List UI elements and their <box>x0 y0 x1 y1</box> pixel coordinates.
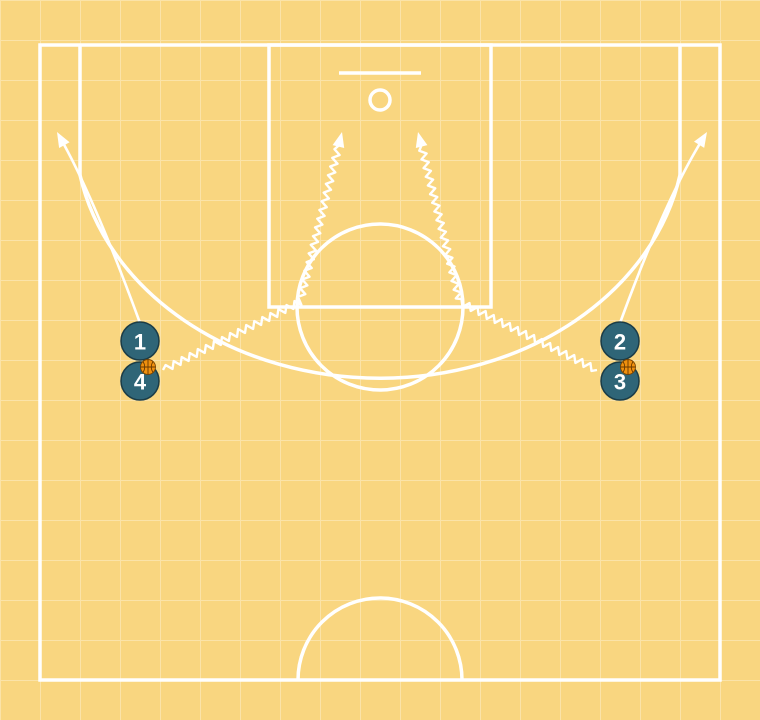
cut-line <box>60 138 142 325</box>
three-point-arc <box>78 174 682 380</box>
player-number: 1 <box>134 330 146 355</box>
dribble-line <box>418 145 598 373</box>
dribble-arrowhead <box>415 132 428 148</box>
dribble-path-player-3 <box>415 132 598 373</box>
dribble-path-player-4 <box>161 132 345 371</box>
paint-lane <box>267 43 493 309</box>
cut-line <box>618 138 704 325</box>
player-2: 2 <box>600 321 640 361</box>
player-number: 3 <box>614 370 626 395</box>
cut-arrowhead <box>694 132 707 148</box>
player-marker <box>120 321 160 361</box>
player-1: 1 <box>120 321 160 361</box>
cut-path-player-2 <box>618 132 707 325</box>
player-number: 4 <box>134 370 147 395</box>
play-actions <box>57 132 707 373</box>
ball-seam-curve <box>622 361 634 373</box>
ball-seam-curve <box>142 361 154 373</box>
basketball-icon <box>140 359 156 375</box>
hoop <box>368 88 392 112</box>
ball-seam <box>140 359 156 375</box>
dribble-arrowhead <box>332 132 345 148</box>
player-number: 2 <box>614 330 626 355</box>
center-circle <box>296 596 464 681</box>
dribble-line <box>161 144 341 371</box>
basketball-icon <box>620 359 636 375</box>
cut-path-player-1 <box>57 132 142 325</box>
cut-arrowhead <box>57 132 70 148</box>
ball-seam <box>620 359 636 375</box>
player-marker <box>600 321 640 361</box>
court-lines <box>38 43 722 682</box>
players: 1 2 4 3 <box>120 321 640 401</box>
